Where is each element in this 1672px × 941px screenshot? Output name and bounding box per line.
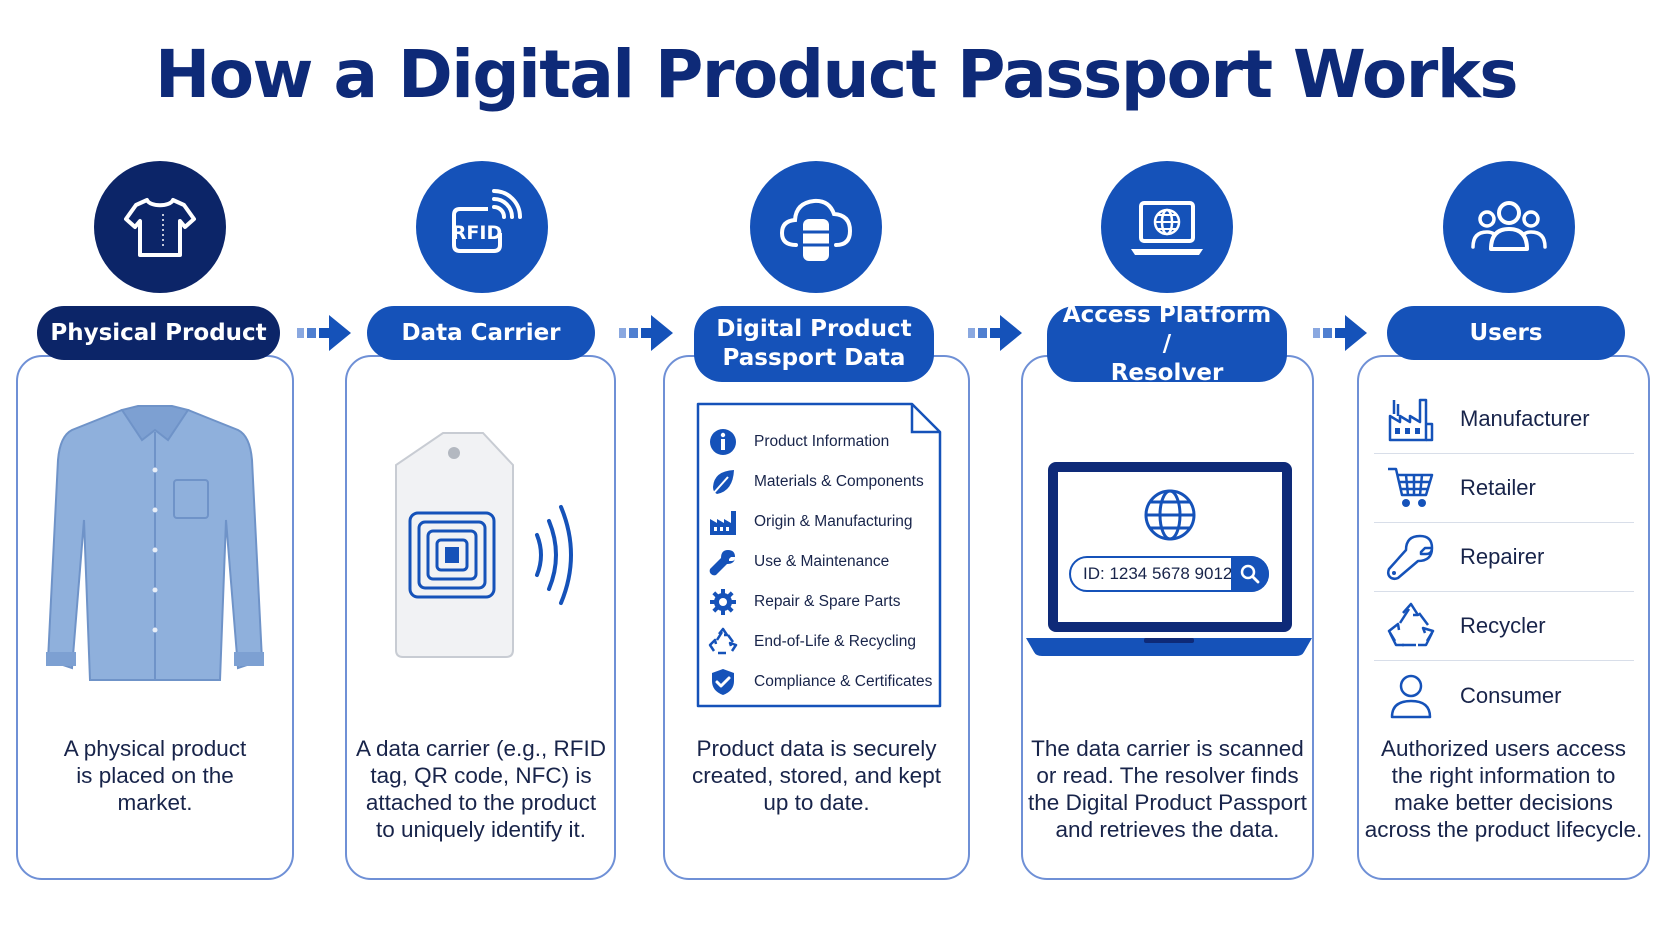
list-item-label: Retailer	[1460, 475, 1536, 500]
step-description-users: Authorized users access the right inform…	[1360, 735, 1647, 843]
info-icon	[710, 429, 736, 455]
list-item: Recycler	[1374, 592, 1634, 661]
cloud-database-circle	[750, 161, 882, 293]
gear-icon	[710, 589, 736, 615]
list-item-label: Manufacturer	[1460, 406, 1590, 431]
search-button	[1231, 556, 1269, 592]
description-line: is placed on the	[76, 763, 234, 788]
description-line: or read. The resolver finds	[1036, 763, 1299, 788]
list-item: Use & Maintenance	[708, 542, 938, 582]
laptop-globe-icon	[1131, 201, 1203, 255]
list-item: Compliance & Certificates	[708, 662, 938, 702]
person-icon	[1390, 674, 1432, 718]
description-line: The data carrier is scanned	[1031, 736, 1304, 761]
description-line: Product data is securely	[696, 736, 937, 761]
description-line: attached to the product	[365, 790, 597, 815]
rfid-circle: RFID	[416, 161, 548, 293]
list-item: Consumer	[1374, 661, 1634, 730]
step-label-line: Passport Data	[722, 345, 906, 371]
step-label-physical-product: Physical Product	[37, 306, 280, 360]
description-line: A physical product	[63, 736, 247, 761]
list-item-label: Product Information	[754, 433, 890, 450]
tshirt-circle	[94, 161, 226, 293]
list-item-label: Compliance & Certificates	[754, 673, 933, 690]
description-line: A data carrier (e.g., RFID	[355, 736, 607, 761]
dpp-data-list: Product Information Materials & Componen…	[708, 422, 938, 702]
arrow-right-icon	[1313, 315, 1367, 351]
description-line: to uniquely identify it.	[375, 817, 587, 842]
factory-icon	[710, 511, 736, 535]
list-item-label: Origin & Manufacturing	[754, 513, 913, 530]
list-item: Manufacturer	[1374, 385, 1634, 454]
step-label-line: Digital Product	[716, 316, 912, 342]
users-list: Manufacturer Retailer Repairer Recycler …	[1374, 385, 1634, 730]
description-line: market.	[117, 790, 193, 815]
description-line: the Digital Product Passport	[1028, 790, 1307, 815]
step-label-line: Access Platform /	[1062, 301, 1272, 357]
list-item: End-of-Life & Recycling	[708, 622, 938, 662]
document-icon	[696, 402, 942, 708]
search-icon	[1240, 564, 1260, 584]
step-label-users: Users	[1387, 306, 1625, 360]
factory-icon	[1388, 398, 1434, 442]
step-description-dpp-data: Product data is securely created, stored…	[670, 735, 963, 816]
description-line: up to date.	[763, 790, 870, 815]
arrow-right-icon	[619, 315, 673, 351]
list-item-label: Materials & Components	[754, 473, 924, 490]
arrow-right-icon	[968, 315, 1022, 351]
list-item-label: Consumer	[1460, 682, 1562, 708]
rfid-tag-image	[395, 432, 573, 658]
list-item: Product Information	[708, 422, 938, 462]
list-item-label: Repairer	[1460, 544, 1545, 569]
list-item-label: End-of-Life & Recycling	[754, 633, 916, 650]
cart-icon	[1388, 467, 1434, 507]
leaf-icon	[711, 470, 734, 496]
description-line: make better decisions	[1394, 790, 1613, 815]
shirt-image	[46, 405, 264, 681]
wrench-icon	[709, 550, 735, 576]
users-circle	[1443, 161, 1575, 293]
list-item: Origin & Manufacturing	[708, 502, 938, 542]
arrow-right-icon	[297, 315, 351, 351]
description-line: across the product lifecycle.	[1364, 817, 1643, 842]
shield-check-icon	[712, 669, 734, 695]
list-item: Retailer	[1374, 454, 1634, 523]
list-item: Repairer	[1374, 523, 1634, 592]
step-description-access-platform: The data carrier is scanned or read. The…	[1024, 735, 1311, 843]
wrench-icon	[1386, 534, 1434, 581]
page-title: How a Digital Product Passport Works	[154, 36, 1519, 113]
laptop-globe-circle	[1101, 161, 1233, 293]
step-label-line: Physical Product	[50, 319, 267, 346]
step-description-physical-product: A physical product is placed on the mark…	[26, 735, 284, 816]
recycle-icon	[1387, 602, 1435, 647]
description-line: Authorized users access	[1380, 736, 1627, 761]
list-item-label: Repair & Spare Parts	[754, 593, 901, 610]
step-description-data-carrier: A data carrier (e.g., RFID tag, QR code,…	[350, 735, 612, 843]
cloud-database-icon	[779, 198, 853, 261]
description-line: tag, QR code, NFC) is	[370, 763, 592, 788]
step-label-line: Resolver	[1110, 359, 1224, 386]
tshirt-icon	[124, 198, 196, 257]
list-item-label: Use & Maintenance	[754, 553, 890, 570]
step-label-data-carrier: Data Carrier	[367, 306, 595, 360]
list-item: Repair & Spare Parts	[708, 582, 938, 622]
users-icon	[1471, 201, 1547, 251]
step-label-line: Data Carrier	[401, 319, 561, 346]
rfid-icon-text: RFID	[452, 222, 502, 244]
recycle-icon	[708, 627, 738, 655]
description-line: and retrieves the data.	[1055, 817, 1280, 842]
rfid-icon: RFID	[452, 189, 522, 253]
step-label-line: Users	[1469, 319, 1543, 346]
list-item: Materials & Components	[708, 462, 938, 502]
step-label-access-platform: Access Platform / Resolver	[1047, 302, 1287, 386]
list-item-label: Recycler	[1460, 613, 1546, 638]
description-line: the right information to	[1391, 763, 1616, 788]
step-label-dpp-data: Digital Product Passport Data	[694, 306, 934, 382]
description-line: created, stored, and kept	[692, 763, 941, 788]
